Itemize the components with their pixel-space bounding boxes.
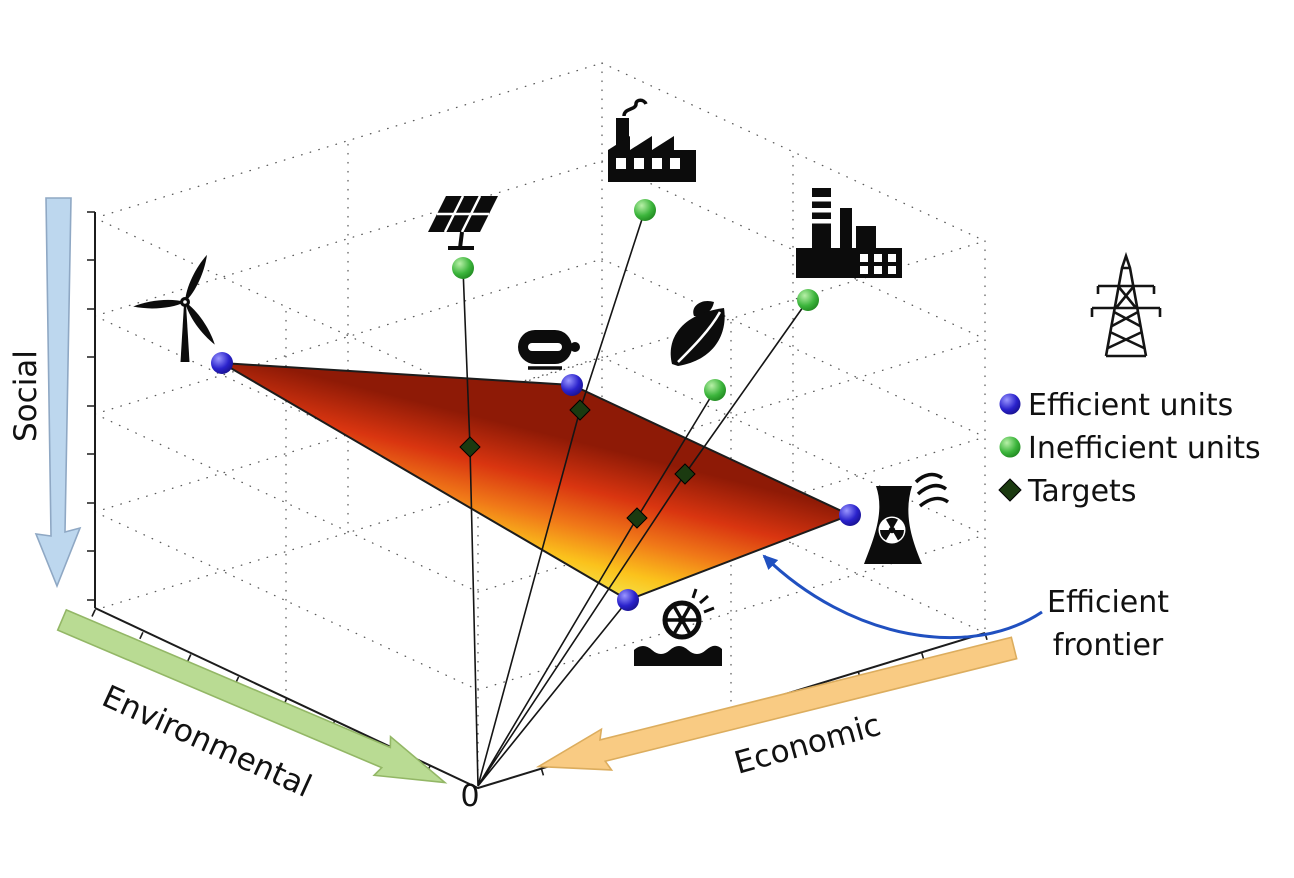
unit-markers <box>211 199 861 611</box>
social-axis-label: Social <box>8 350 44 442</box>
legend-inefficient-label: Inefficient units <box>1028 431 1261 466</box>
projection-lines <box>462 209 809 787</box>
efficient-unit-dot-hydro <box>617 589 639 611</box>
biomass-leaf-icon <box>670 300 725 366</box>
legend-efficient-label: Efficient units <box>1028 388 1233 423</box>
target-diamond <box>569 399 591 421</box>
legend-inefficient-marker <box>999 436 1021 458</box>
inefficient-unit-dot-plant <box>797 289 819 311</box>
frontier-annotation-arrow <box>762 554 1043 640</box>
target-diamond <box>626 507 648 529</box>
legend-target-marker <box>998 478 1022 502</box>
target-diamond <box>674 463 696 485</box>
generator-icon <box>518 330 580 370</box>
efficient-frontier-surface <box>221 362 853 602</box>
inefficient-unit-dot-biomass <box>704 379 726 401</box>
legend-efficient-marker <box>999 393 1021 415</box>
factory-icon <box>608 98 696 182</box>
industrial-plant-icon <box>796 188 902 278</box>
legend: Efficient units Inefficient units Target… <box>998 388 1261 509</box>
frontier-annotation-line1: Efficient <box>1047 585 1169 620</box>
transmission-tower-icon <box>1090 251 1162 358</box>
legend-target-label: Targets <box>1027 474 1136 509</box>
nuclear-plant-icon <box>864 472 950 564</box>
wind-turbine-icon <box>133 254 215 362</box>
efficient-unit-dot-wind <box>211 352 233 374</box>
efficient-frontier-annotation: Efficient frontier <box>762 554 1169 663</box>
target-markers <box>459 399 696 529</box>
social-axis-arrow <box>34 197 82 589</box>
origin-label: 0 <box>460 779 479 814</box>
economic-axis-arrow <box>535 636 1018 771</box>
inefficient-unit-dot-factory <box>634 199 656 221</box>
efficient-unit-dot-generator <box>561 374 583 396</box>
hydro-dam-icon <box>634 588 722 666</box>
axis-ticks-social <box>87 211 95 601</box>
solar-panel-icon <box>428 195 498 250</box>
environmental-axis-arrow <box>56 608 448 784</box>
frontier-annotation-line2: frontier <box>1053 628 1164 663</box>
axis-lines <box>94 212 986 790</box>
efficient-unit-dot-nuclear <box>839 504 861 526</box>
inefficient-unit-dot-solar <box>452 257 474 279</box>
target-diamond <box>459 436 481 458</box>
